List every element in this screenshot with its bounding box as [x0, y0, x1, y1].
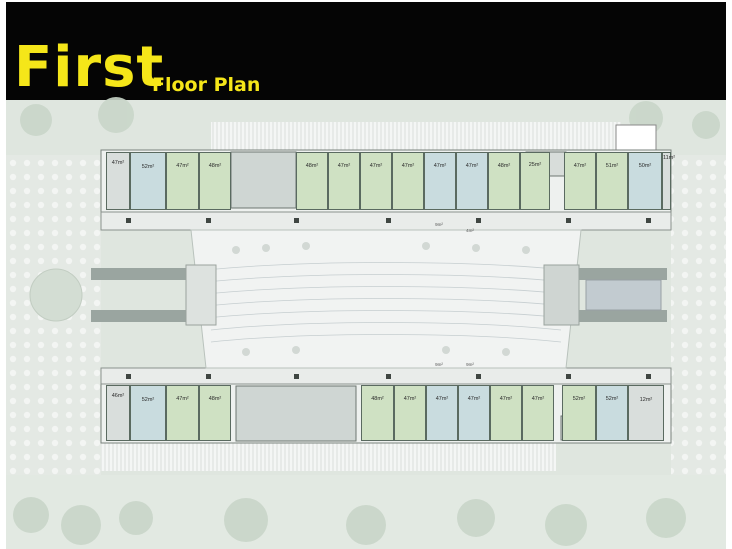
top-canopy	[211, 122, 621, 150]
unit-area: 48m²	[208, 395, 222, 402]
unit-area: 47m²	[435, 395, 449, 402]
unit-area: 52m²	[141, 396, 155, 403]
escalator-right-bottom	[579, 310, 667, 322]
kiosk-label: 9m²	[435, 222, 443, 227]
unit-area: 47m²	[499, 395, 513, 402]
unit-area: 47m²	[403, 395, 417, 402]
bottom-canopy	[101, 443, 556, 471]
unit-area: 46m²	[111, 393, 125, 400]
unit-area: 48m²	[208, 162, 222, 169]
unit-bottom-8: 47m²	[458, 385, 490, 441]
kiosk-label: 4m²	[466, 228, 474, 233]
unit-top-15: 50m²	[628, 152, 662, 210]
escalator-left-bottom	[91, 310, 186, 322]
unit-top-12: 25m²	[520, 152, 550, 210]
unit-area: 47m²	[111, 160, 125, 167]
unit-area: 47m²	[465, 162, 479, 169]
unit-area: 50m²	[638, 163, 652, 170]
unit-area: 52m²	[605, 395, 619, 402]
unit-bottom-10: 47m²	[522, 385, 554, 441]
unit-bottom-7: 47m²	[426, 385, 458, 441]
unit-area: 47m²	[573, 162, 587, 169]
unit-bottom-1: 46m²	[106, 385, 130, 441]
bridge-right	[543, 264, 580, 326]
unit-top-6: 47m²	[328, 152, 360, 210]
unit-top-16: 11m²	[662, 152, 676, 210]
unit-top-13: 47m²	[564, 152, 596, 210]
atrium-seating	[232, 242, 530, 356]
unit-area: 52m²	[572, 396, 586, 403]
bridge-left	[185, 264, 217, 326]
top-core	[230, 151, 297, 209]
unit-bottom-6: 47m²	[394, 385, 426, 441]
unit-area: 47m²	[176, 162, 189, 169]
landscape-right	[671, 155, 726, 475]
floor-plan: 47m² 52m² 47m² 48m² 48m² 47m² 47m² 47m² 47m² 47m²…	[6, 97, 726, 549]
atrium-terraces	[205, 262, 567, 343]
unit-bottom-2: 52m²	[130, 385, 166, 441]
unit-bottom-13: 12m²	[628, 385, 664, 441]
unit-top-14: 51m²	[596, 152, 628, 210]
unit-area: 48m²	[371, 395, 384, 402]
unit-bottom-3: 47m²	[166, 385, 199, 441]
unit-area: 47m²	[401, 162, 415, 169]
unit-top-3: 47m²	[166, 152, 199, 210]
unit-top-2: 52m²	[130, 152, 166, 210]
roundabout	[29, 268, 83, 322]
page-title: First	[14, 35, 165, 100]
unit-area: 47m²	[337, 162, 351, 169]
unit-top-7: 47m²	[360, 152, 392, 210]
unit-bottom-12: 52m²	[596, 385, 628, 441]
unit-area: 47m²	[467, 395, 481, 402]
unit-bottom-9: 47m²	[490, 385, 522, 441]
stair-box	[615, 124, 657, 153]
header-banner: First Floor Plan	[6, 2, 726, 100]
escalator-left-top	[91, 268, 186, 280]
unit-area: 47m²	[369, 162, 383, 169]
unit-area: 25m²	[528, 161, 542, 168]
kiosk-label: 9m²	[435, 362, 443, 367]
unit-bottom-5: 48m²	[361, 385, 394, 441]
unit-bottom-11: 52m²	[562, 385, 596, 441]
page-subtitle: Floor Plan	[152, 74, 261, 96]
unit-top-10: 47m²	[456, 152, 488, 210]
unit-top-11: 48m²	[488, 152, 520, 210]
unit-top-8: 47m²	[392, 152, 424, 210]
unit-area: 12m²	[639, 396, 653, 403]
elevator-glass	[585, 279, 662, 311]
unit-area: 47m²	[433, 162, 447, 169]
unit-top-9: 47m²	[424, 152, 456, 210]
unit-bottom-4: 48m²	[199, 385, 231, 441]
unit-area: 52m²	[141, 163, 155, 170]
kiosk-label: 9m²	[466, 362, 474, 367]
unit-area: 51m²	[605, 162, 619, 169]
unit-top-1: 47m²	[106, 152, 130, 210]
unit-area: 11m²	[663, 155, 676, 162]
unit-area: 48m²	[497, 162, 511, 169]
bottom-core	[235, 385, 357, 442]
unit-area: 48m²	[305, 162, 319, 169]
escalator-right-top	[579, 268, 667, 280]
unit-top-4: 48m²	[199, 152, 231, 210]
unit-area: 47m²	[176, 395, 189, 402]
unit-top-5: 48m²	[296, 152, 328, 210]
unit-area: 47m²	[531, 395, 545, 402]
